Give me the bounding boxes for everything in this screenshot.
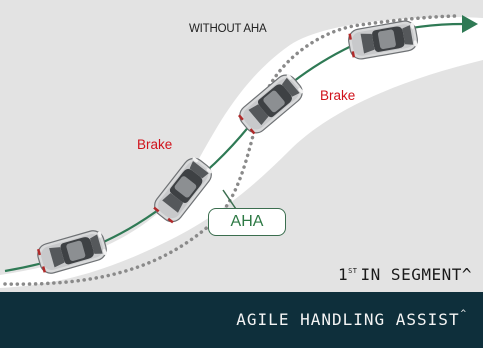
segment-number: 1 — [337, 265, 349, 284]
aha-callout: AHA — [208, 208, 286, 236]
banner-title: AGILE HANDLING ASSIST^ — [236, 309, 467, 329]
brake-label-right: Brake — [320, 88, 356, 103]
segment-ordinal: ST — [348, 267, 358, 275]
segment-text: IN SEGMENT^ — [360, 265, 472, 284]
banner-title-mark: ^ — [460, 309, 467, 319]
without-aha-label: WITHOUT AHA — [189, 23, 267, 35]
path-arrow-head — [462, 15, 478, 33]
banner-title-text: AGILE HANDLING ASSIST — [236, 310, 460, 329]
title-banner: AGILE HANDLING ASSIST^ — [0, 292, 483, 348]
brake-label-left: Brake — [137, 137, 173, 152]
road-upper — [0, 0, 483, 275]
aha-label: AHA — [230, 213, 264, 230]
road-lower — [0, 60, 483, 292]
